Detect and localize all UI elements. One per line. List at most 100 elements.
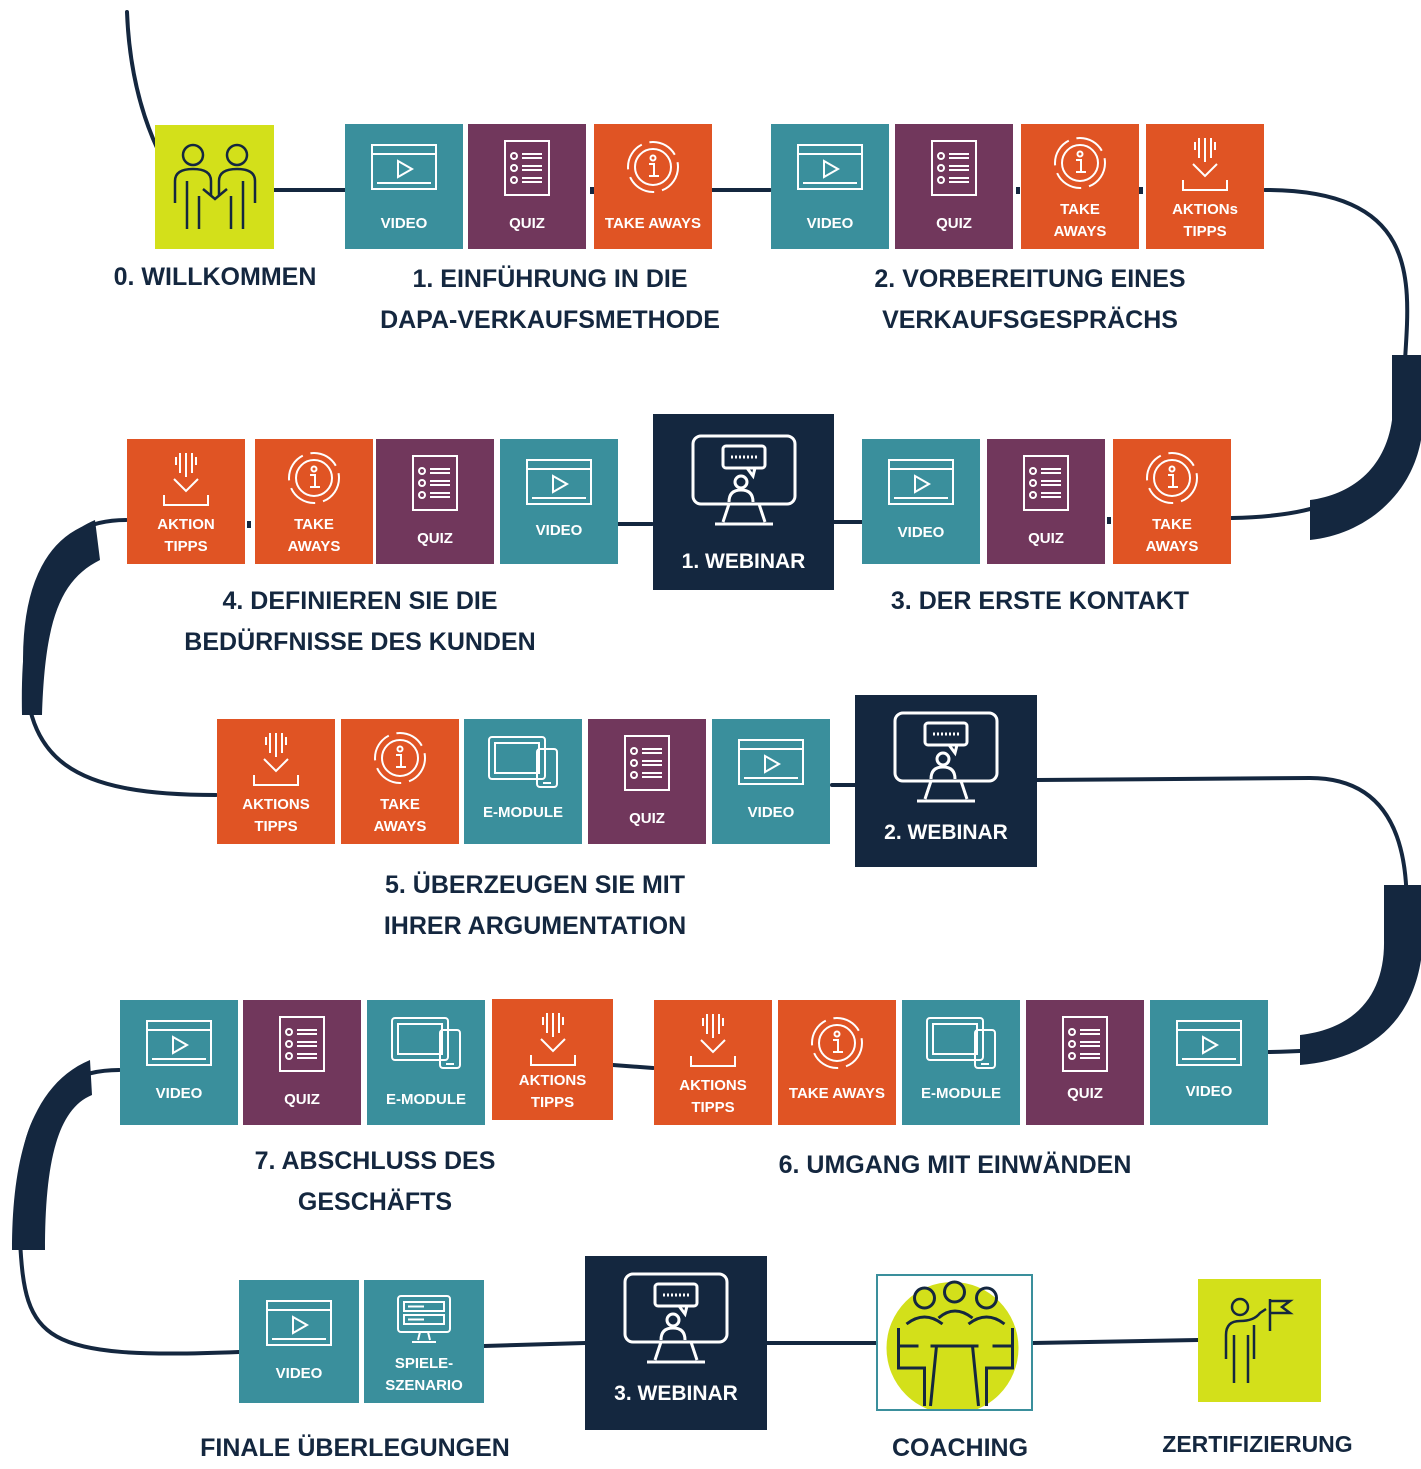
m6-quiz-tile[interactable]: QUIZ [1026, 1000, 1144, 1125]
webinar-3-tile[interactable]: 3. WEBINAR [585, 1256, 767, 1430]
certification-tile[interactable] [1198, 1279, 1321, 1402]
m1-takeaways-tile[interactable]: TAKE AWAYS [594, 124, 712, 249]
m4-aktiontipps-tile[interactable]: AKTION TIPPS [127, 439, 245, 564]
download-arrow-icon [690, 1014, 736, 1067]
m4-quiz-tile[interactable]: QUIZ [376, 439, 494, 564]
tile-label: AKTIONs TIPPS [1172, 201, 1238, 240]
tile-label: TAKE AWAYS [287, 516, 341, 555]
m7-emodule-tile[interactable]: E-MODULE [367, 1000, 485, 1125]
tile-label: AKTIONS TIPPS [679, 1077, 747, 1116]
path-row5a [482, 1341, 587, 1348]
tile-label: AKTION TIPPS [157, 516, 215, 555]
tile-label: QUIZ [629, 810, 665, 827]
module-5-title: 5. ÜBERZEUGEN SIE MIT IHRER ARGUMENTATIO… [383, 871, 687, 940]
game-scenario-monitor-icon [397, 1295, 451, 1343]
tile-label: QUIZ [1067, 1085, 1103, 1102]
path-thick-right-1 [1310, 355, 1421, 540]
download-arrow-icon [1182, 138, 1228, 191]
info-circle-icon [1146, 452, 1198, 504]
m6-takeaways-tile[interactable]: TAKE AWAYS [778, 1000, 896, 1125]
path-row5c [1031, 1338, 1200, 1345]
tile-label: QUIZ [417, 530, 453, 547]
video-player-icon [266, 1300, 332, 1346]
m7-aktionstipps-tile[interactable]: AKTIONS TIPPS [492, 999, 613, 1120]
tile-label: VIDEO [1185, 1083, 1233, 1100]
m5-aktionstipps-tile[interactable]: AKTIONS TIPPS [217, 719, 335, 844]
m7-video-tile[interactable]: VIDEO [120, 1000, 238, 1125]
m7-quiz-tile[interactable]: QUIZ [243, 1000, 361, 1125]
m1-quiz-tile[interactable]: QUIZ [468, 124, 586, 249]
m3-video-tile[interactable]: VIDEO [862, 439, 980, 564]
m5-emodule-tile[interactable]: E-MODULE [464, 719, 582, 844]
module-6-title: 6. UMGANG MIT EINWÄNDEN [778, 1151, 1132, 1179]
quiz-list-icon [931, 140, 977, 196]
m1-video-tile[interactable]: VIDEO [345, 124, 463, 249]
path-thick-right-2 [1300, 885, 1421, 1065]
video-player-icon [1176, 1020, 1242, 1066]
m4-video-tile[interactable]: VIDEO [500, 439, 618, 564]
video-player-icon [797, 144, 863, 190]
tile-label: QUIZ [509, 215, 545, 232]
path-row4 [611, 1063, 655, 1070]
m2-takeaways-tile[interactable]: TAKE AWAYS [1021, 124, 1139, 249]
tile-label: QUIZ [936, 215, 972, 232]
quiz-list-icon [1062, 1016, 1108, 1072]
download-arrow-icon [529, 1013, 576, 1066]
welcome-tile[interactable] [155, 125, 274, 249]
quiz-list-icon [624, 735, 670, 791]
tile-label: VIDEO [535, 522, 583, 539]
tile-label: VIDEO [897, 524, 945, 541]
quiz-list-icon [1023, 455, 1069, 511]
m6-emodule-tile[interactable]: E-MODULE [902, 1000, 1020, 1125]
webinar-label: 1. WEBINAR [681, 550, 806, 573]
tile-label: TAKE AWAYS [373, 796, 427, 835]
module-2-title: 2. VORBEREITUNG EINES VERKAUFSGESPRÄCHS [874, 265, 1186, 334]
m4-takeaways-tile[interactable]: TAKE AWAYS [255, 439, 373, 564]
tile-label: E-MODULE [386, 1091, 466, 1108]
info-circle-icon [811, 1017, 863, 1069]
handshake-people-icon [173, 143, 256, 229]
tile-label: AKTIONS TIPPS [242, 796, 310, 835]
tile-label: TAKE AWAYS [604, 215, 702, 232]
tile-label: E-MODULE [483, 804, 563, 821]
m5-takeaways-tile[interactable]: TAKE AWAYS [341, 719, 459, 844]
quiz-list-icon [412, 455, 458, 511]
tile-label: VIDEO [806, 215, 854, 232]
m2-video-tile[interactable]: VIDEO [771, 124, 889, 249]
tile-label: VIDEO [747, 804, 795, 821]
certification-title: ZERTIFIZIERUNG [1162, 1431, 1353, 1457]
final-video-tile[interactable]: VIDEO [239, 1280, 359, 1403]
m6-video-tile[interactable]: VIDEO [1150, 1000, 1268, 1125]
coaching-tile[interactable] [876, 1274, 1033, 1411]
webinar-monitor-icon [691, 434, 796, 526]
m5-video-tile[interactable]: VIDEO [712, 719, 830, 844]
m5-quiz-tile[interactable]: QUIZ [588, 719, 706, 844]
final-title: FINALE ÜBERLEGUNGEN [200, 1434, 510, 1462]
tile-label: TAKE AWAYS [788, 1085, 886, 1102]
webinar-monitor-icon [893, 711, 999, 803]
m6-aktionstipps-tile[interactable]: AKTIONS TIPPS [654, 1000, 772, 1125]
final-spieleszenario-tile[interactable]: SPIELE- SZENARIO [364, 1280, 484, 1403]
tile-label: QUIZ [284, 1091, 320, 1108]
module-0-title: 0. WILLKOMMEN [113, 263, 317, 291]
video-player-icon [371, 144, 437, 190]
m3-takeaways-tile[interactable]: TAKE AWAYS [1113, 439, 1231, 564]
person-flag-icon [1224, 1297, 1294, 1383]
m3-quiz-tile[interactable]: QUIZ [987, 439, 1105, 564]
module-3-title: 3. DER ERSTE KONTAKT [890, 587, 1190, 615]
video-player-icon [738, 739, 804, 785]
coaching-group-icon [886, 1280, 1018, 1409]
download-arrow-icon [253, 733, 299, 786]
tile-label: TAKE AWAYS [1145, 516, 1199, 555]
webinar-1-tile[interactable]: 1. WEBINAR [653, 414, 834, 590]
webinar-2-tile[interactable]: 2. WEBINAR [855, 695, 1037, 867]
info-circle-icon [1054, 137, 1106, 189]
path-thick-left-2 [12, 1060, 92, 1250]
info-circle-icon [374, 732, 426, 784]
module-1-title: 1. EINFÜHRUNG IN DIE DAPA-VERKAUFSMETHOD… [380, 265, 720, 334]
m2-aktionstipps-tile[interactable]: AKTIONs TIPPS [1146, 124, 1264, 249]
info-circle-icon [288, 452, 340, 504]
tile-label: TAKE AWAYS [1053, 201, 1107, 240]
path-thick-left-1 [21, 520, 100, 715]
m2-quiz-tile[interactable]: QUIZ [895, 124, 1013, 249]
